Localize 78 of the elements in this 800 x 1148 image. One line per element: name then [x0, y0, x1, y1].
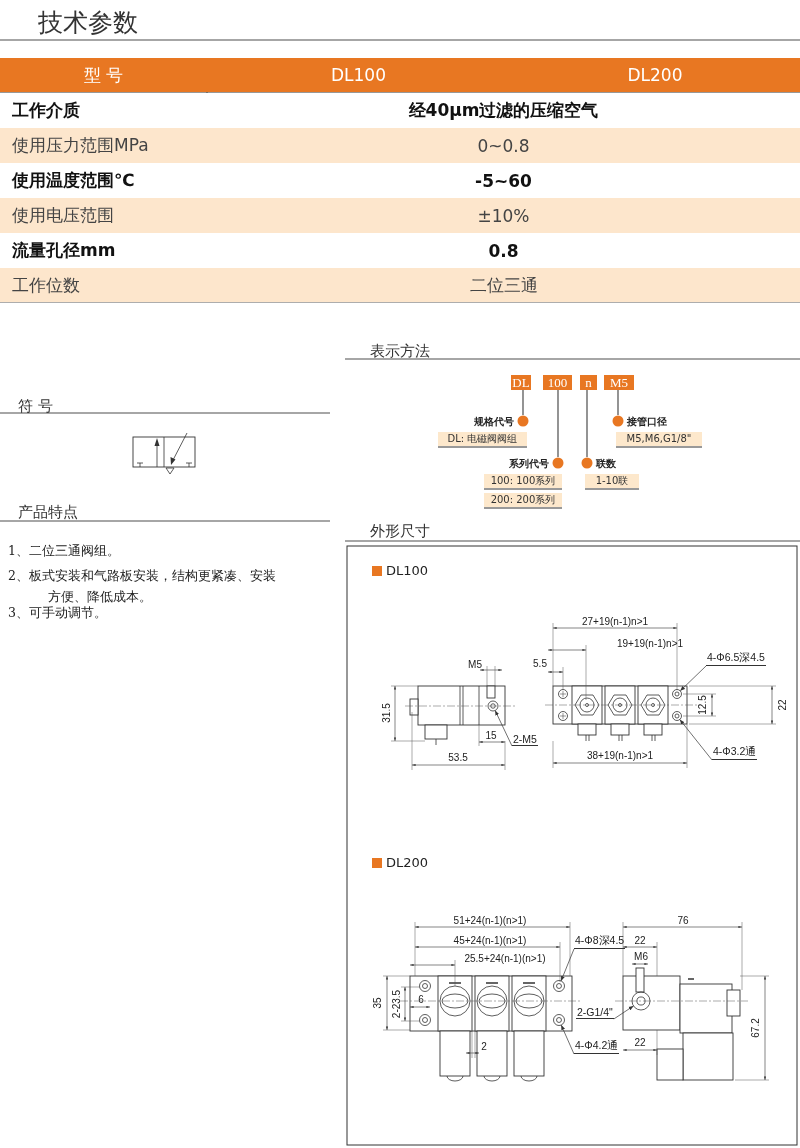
- leader-line: [581, 389, 593, 469]
- code-segment: M5: [604, 375, 634, 390]
- callout-value: M5,M6,G1/8": [616, 432, 702, 448]
- parameter-value: 经40μm过滤的压缩空气: [207, 93, 800, 128]
- parameter-value: 二位三通: [207, 268, 800, 302]
- code-segment: 100: [543, 375, 572, 390]
- section-heading: 外形尺寸: [370, 522, 430, 541]
- table-header-cell: DL200: [510, 58, 800, 92]
- view-heading: DL100: [386, 563, 429, 578]
- hole: [553, 980, 565, 992]
- callout-heading: 联数: [595, 457, 617, 471]
- callout-label: 4-Φ4.2通: [574, 1039, 620, 1054]
- table-header-cell: DL100: [207, 58, 510, 92]
- callout-heading: 接管口径: [626, 415, 668, 429]
- code-segment: n: [580, 375, 597, 390]
- callout: [484, 457, 564, 509]
- dimension-value: 31.5: [380, 703, 392, 723]
- dimension-value: 2-23.5: [390, 989, 402, 1019]
- parameter-name: 流量孔径mm: [0, 233, 207, 268]
- leader-line: [552, 389, 564, 469]
- dimension-value: 15: [485, 729, 497, 741]
- dimension-value: 19+19(n-1)n>1: [616, 637, 684, 649]
- callout-label: 4-Φ8深4.5: [574, 934, 626, 949]
- dimension-value: 27+19(n-1)n>1: [581, 615, 649, 627]
- dimension-value: 45+24(n-1)(n>1): [453, 934, 527, 946]
- dimension-value: M5: [468, 658, 482, 670]
- parameter-name: 使用压力范围MPa: [0, 128, 207, 163]
- leader-line: [517, 389, 529, 427]
- dimension-value: 53.5: [448, 751, 468, 763]
- callout-label: 2-M5: [512, 733, 538, 746]
- callout-heading: 系列代号: [508, 457, 550, 471]
- dimension-value: 22: [634, 1036, 646, 1048]
- parameter-name: 使用电压范围: [0, 198, 207, 233]
- code-segment: DL: [511, 375, 531, 390]
- parameter-value: 0~0.8: [207, 128, 800, 163]
- dimension-value: 5.5: [533, 657, 547, 669]
- dimension-value: 12.5: [696, 695, 708, 715]
- hole: [672, 689, 682, 699]
- leader-line: [612, 389, 624, 427]
- dimension-value: 67.2: [749, 1018, 761, 1038]
- parameter-value: ±10%: [207, 198, 800, 233]
- callout-label: 4-Φ6.5深4.5: [706, 651, 766, 666]
- hole: [553, 1014, 565, 1026]
- dimension-value: 25.5+24(n-1)(n>1): [464, 952, 546, 964]
- dimension-value: 6: [418, 993, 424, 1005]
- callout-value: 100: 100系列: [484, 474, 562, 490]
- dimension-value: 51+24(n-1)(n>1): [453, 914, 527, 926]
- parameter-name: 工作介质: [0, 93, 207, 128]
- callout-label: 2-G1/4": [576, 1006, 614, 1019]
- dimension-value: 76: [677, 914, 689, 926]
- hole: [487, 700, 499, 712]
- feature-item: 1、二位三通阀组。: [8, 543, 120, 560]
- dimension-value: M6: [634, 950, 648, 962]
- callout-heading: 规格代号: [473, 415, 515, 429]
- parameter-name: 使用温度范围℃: [0, 163, 207, 198]
- dimension-value: 2: [481, 1040, 487, 1052]
- dimension-value: 38+19(n-1)n>1: [586, 749, 654, 761]
- page-title: 技术参数: [38, 7, 138, 39]
- dimension-value: 22: [634, 934, 646, 946]
- callout-value: 1-10联: [585, 474, 639, 490]
- hole: [631, 991, 651, 1011]
- parameter-name: 工作位数: [0, 268, 207, 302]
- callout-value: DL: 电磁阀阀组: [438, 432, 527, 448]
- dimension-value: 35: [371, 997, 383, 1009]
- section-heading: 表示方法: [370, 342, 430, 361]
- hole: [672, 711, 682, 721]
- section-heading: 产品特点: [18, 503, 78, 522]
- parameter-value: 0.8: [207, 233, 800, 268]
- callout: [438, 415, 530, 448]
- table-header-cell: 型 号: [0, 58, 207, 92]
- callout-value: 200: 200系列: [484, 493, 562, 509]
- dimension-value: 22: [776, 699, 788, 711]
- parameter-value: -5~60: [207, 163, 800, 198]
- feature-item: 2、板式安装和气路板安装，结构更紧凑、安装方便、降低成本。: [8, 567, 277, 606]
- section-heading: 符 号: [18, 397, 53, 416]
- feature-item: 3、可手动调节。: [8, 605, 107, 622]
- view-heading: DL200: [386, 855, 429, 870]
- callout-label: 4-Φ3.2通: [712, 745, 758, 760]
